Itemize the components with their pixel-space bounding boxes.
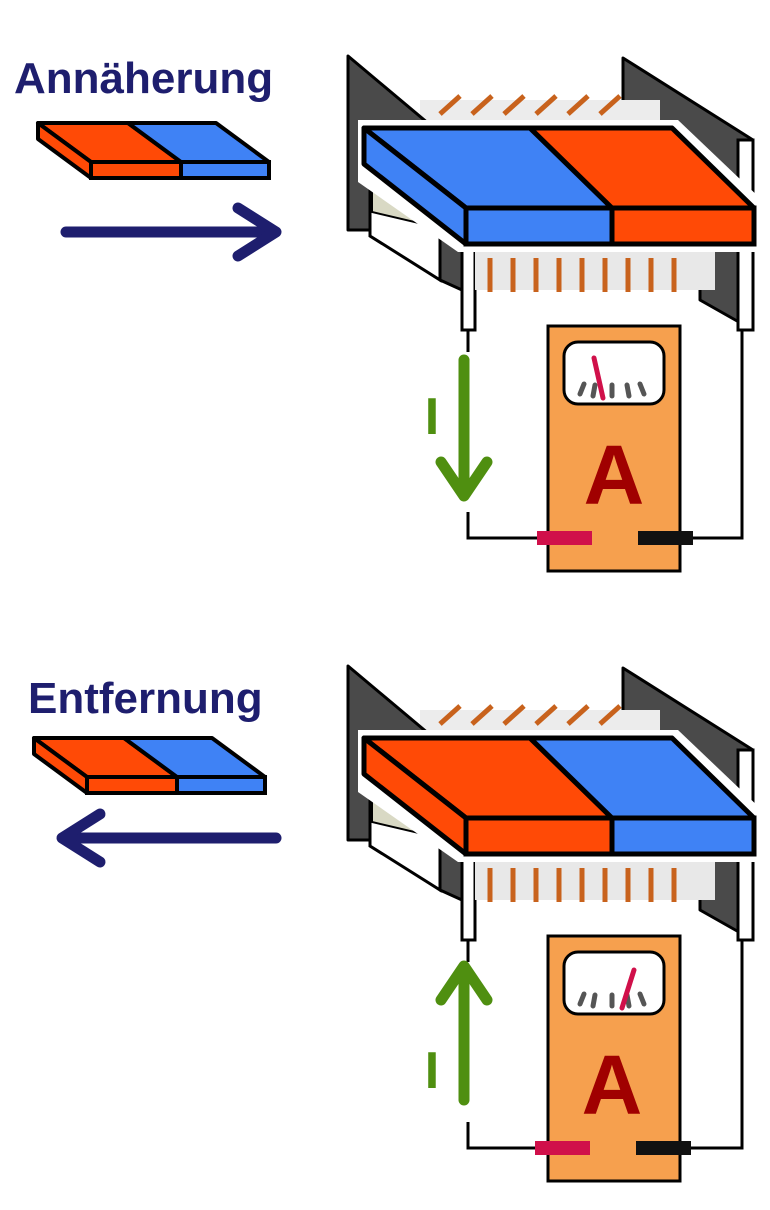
magnet-core (358, 120, 762, 252)
magnet-core (358, 730, 762, 862)
magnet-front-south (89, 160, 183, 180)
dial-scale (577, 381, 647, 399)
current-label: I (425, 388, 439, 446)
ammeter-dial (562, 340, 666, 406)
ammeter-label: A (584, 428, 645, 522)
motion-arrow (60, 202, 282, 262)
panel-title: Entfernung (28, 674, 263, 723)
removal-panel: Entfernung (0, 610, 770, 1210)
induction-diagram: A I (32, 664, 762, 1183)
motion-arrow (56, 808, 282, 868)
magnet-front-north (179, 160, 271, 180)
core-front-south (609, 205, 757, 247)
terminal-black (638, 531, 693, 545)
bar-magnet-small (32, 736, 267, 795)
bar-magnet-small (36, 121, 271, 180)
ammeter-dial (562, 950, 666, 1016)
current-arrow-up (435, 960, 493, 1106)
terminal-black (636, 1141, 691, 1155)
terminal-red (537, 531, 592, 545)
coil-windings-bottom (475, 250, 715, 292)
coil-windings-bottom (475, 860, 715, 902)
panel-title: Annäherung (14, 54, 274, 103)
ammeter-needle (619, 967, 637, 1011)
ammeter: A (537, 324, 693, 573)
core-front-north (463, 205, 615, 247)
magnet-front-north (175, 775, 267, 795)
core-front-north (609, 815, 757, 857)
current-arrow-down (435, 354, 493, 502)
ammeter: A (535, 934, 691, 1183)
induction-diagram: A I (36, 54, 762, 573)
approach-panel: Annäherung (0, 0, 770, 600)
terminal-red (535, 1141, 590, 1155)
current-label: I (425, 1042, 439, 1100)
magnet-front-south (85, 775, 179, 795)
ammeter-label: A (582, 1038, 643, 1132)
ammeter-needle (591, 355, 606, 401)
core-front-south (463, 815, 615, 857)
